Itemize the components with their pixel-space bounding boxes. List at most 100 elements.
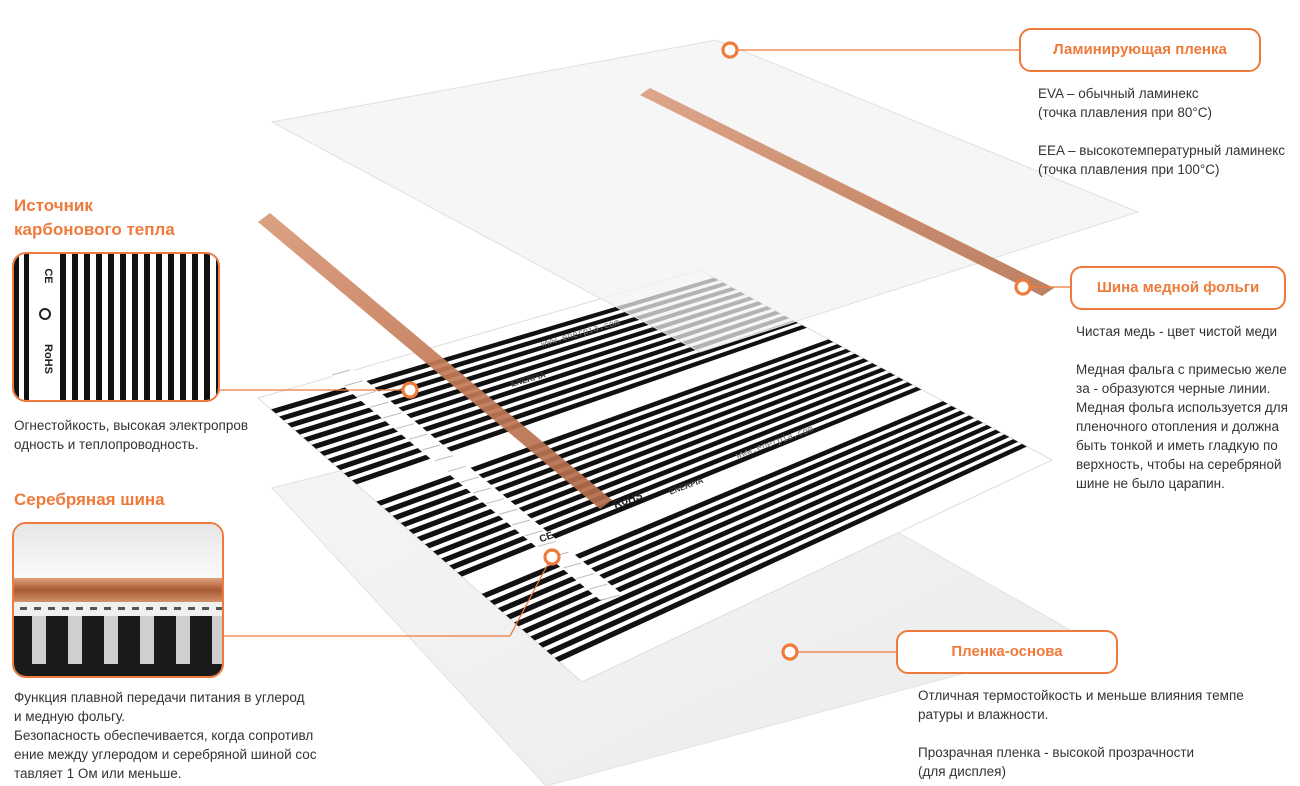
carbon-stripe <box>400 353 860 527</box>
silver-bus-rung <box>357 390 376 397</box>
silver-bus-rung <box>344 380 363 387</box>
carbon-source-description: Огнестойкость, высокая электропров однос… <box>14 418 249 452</box>
photo-silver-dash <box>104 607 111 610</box>
carbon-stripe <box>287 287 737 428</box>
photo-silver-dash <box>202 607 209 610</box>
silver-bus-rung <box>499 508 518 515</box>
carbon-stripe <box>408 358 869 535</box>
carbon-stripe <box>270 277 720 414</box>
carbon-stripe <box>505 415 975 620</box>
silver-bus-rung <box>447 465 466 472</box>
photo-silver-dash <box>146 607 153 610</box>
carbon-stripe <box>432 372 896 556</box>
carbon-stripe <box>449 382 913 570</box>
carbon-stripe <box>538 434 1010 648</box>
copper-bus-strip-right <box>640 88 1054 296</box>
silver-bus-rung <box>473 487 492 494</box>
photo-silver-dash <box>34 607 41 610</box>
leader-line-silver-diag <box>509 559 551 637</box>
carbon-stripe <box>376 339 834 506</box>
copper-bus-label: Шина медной фольги <box>1070 266 1286 310</box>
marker-copper <box>1014 278 1032 296</box>
silver-bus-rung <box>601 594 621 601</box>
base-film-label: Пленка-основа <box>896 630 1118 674</box>
carbon-stripe <box>554 443 1028 662</box>
photo-silver-dash <box>90 607 97 610</box>
carbon-stripe <box>295 291 746 435</box>
photo-silver-dash <box>48 607 55 610</box>
carbon-stripe <box>481 401 948 598</box>
photo-carbon-stripe <box>60 254 66 400</box>
carbon-stripe <box>319 306 772 456</box>
carbon-stripe <box>416 363 878 542</box>
photo-silver-tab <box>212 616 222 664</box>
photo-carbon-stripe <box>168 254 174 400</box>
carbon-stripe <box>311 301 764 449</box>
photo-silver-dash <box>160 607 167 610</box>
base-film-description: Отличная термостойкость и меньше влияния… <box>918 688 1244 779</box>
carbon-stripe <box>335 315 790 471</box>
carbon-stripe <box>513 420 984 627</box>
photo-carbon-stripe <box>156 254 162 400</box>
photo-carbon-stripe <box>132 254 138 400</box>
carbon-stripe <box>424 367 887 549</box>
silver-bus-rung <box>434 455 453 462</box>
silver-bus-photo <box>12 522 224 678</box>
photo-carbon-stripe <box>192 254 198 400</box>
marker-base <box>781 643 799 661</box>
carbon-stripe <box>489 405 957 606</box>
photo-carbon-stripe <box>108 254 114 400</box>
carbon-stripe <box>384 344 843 513</box>
silver-bus-rung <box>421 444 441 451</box>
photo-silver-dash <box>188 607 195 610</box>
carbon-stripe <box>279 282 728 421</box>
silver-bus-description: Функция плавной передачи питания в углер… <box>14 690 317 781</box>
photo-ce-mark: CE <box>42 268 54 283</box>
silver-bus-rung <box>331 369 351 376</box>
photo-silver-dash <box>62 607 69 610</box>
carbon-stripe <box>522 424 992 634</box>
photo-silver-tab <box>32 616 46 664</box>
silver-bus-rung <box>383 412 402 419</box>
laminating-film-label: Ламинирующая пленка <box>1019 28 1261 72</box>
carbon-stripe <box>303 296 755 442</box>
photo-silver-tab <box>176 616 190 664</box>
carbon-film-photo: CE RoHS <box>12 252 220 402</box>
copper-bus-description: Чистая медь - цвет чистой меди Медная фа… <box>1076 324 1288 491</box>
silver-bus-rung <box>486 498 505 505</box>
photo-silver-dash <box>20 607 27 610</box>
laminating-film-description: EVA – обычный ламинекс (точка плавления … <box>1038 86 1286 177</box>
laminating-film-sheet <box>270 39 1140 353</box>
photo-carbon-stripe <box>144 254 150 400</box>
silver-bus-rung <box>460 476 479 483</box>
silver-bus-rung <box>563 562 582 569</box>
silver-bus-rung <box>537 540 556 547</box>
photo-silver-dash <box>174 607 181 610</box>
copper-bus-strip-left <box>258 213 612 509</box>
carbon-source-heading: Источник карбонового тепла <box>14 196 175 239</box>
silver-bus-rung <box>370 401 389 408</box>
carbon-stripe <box>530 429 1001 641</box>
photo-carbon-stripe <box>24 254 29 400</box>
photo-carbon-stripe <box>216 254 218 400</box>
silver-bus-rung <box>396 423 415 430</box>
photo-carbon-stripe <box>84 254 90 400</box>
silver-bus-rung <box>511 519 531 526</box>
silver-bus-rung <box>409 433 428 440</box>
carbon-heating-film <box>256 269 1054 683</box>
photo-silver-dash <box>132 607 139 610</box>
carbon-stripe <box>343 320 799 478</box>
carbon-stripe <box>327 310 781 464</box>
carbon-stripe <box>457 386 922 577</box>
carbon-stripe <box>546 439 1019 655</box>
photo-rohs-mark: RoHS <box>42 344 54 374</box>
photo-carbon-stripe <box>72 254 78 400</box>
photo-silver-dash <box>118 607 125 610</box>
photo-silver-dash <box>216 607 222 610</box>
photo-carbon-stripe <box>120 254 126 400</box>
silver-bus-heading: Серебряная шина <box>14 490 165 509</box>
marker-carbon <box>401 381 419 399</box>
photo-carbon-stripe <box>204 254 210 400</box>
carbon-stripe <box>351 325 808 485</box>
